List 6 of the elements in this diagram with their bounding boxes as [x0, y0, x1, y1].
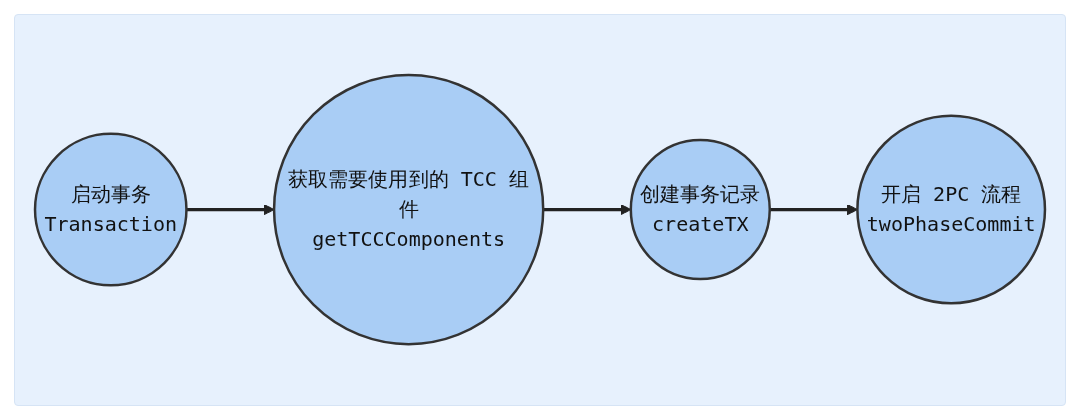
node-circle: 获取需要使用到的 TCC 组件 getTCCComponents	[272, 74, 545, 346]
arrow	[186, 204, 275, 216]
arrow	[769, 204, 858, 216]
node-circle: 启动事务 Transaction	[33, 133, 188, 287]
node-circle: 创建事务记录 createTX	[629, 139, 771, 281]
node-circle: 开启 2PC 流程 twoPhaseCommit	[856, 114, 1047, 306]
